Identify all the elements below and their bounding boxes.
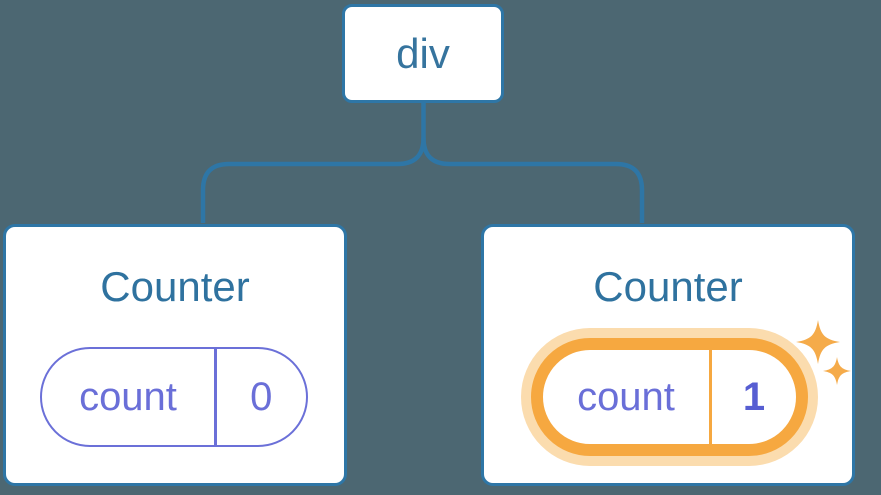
root-node-label: div: [396, 29, 450, 77]
state-value: 1: [742, 374, 766, 419]
counter-title: Counter: [593, 263, 743, 310]
state-pill-count-0: count 0: [40, 347, 308, 447]
sparkle-large-icon: [796, 320, 840, 364]
counter-card-right: Counter count 1: [481, 224, 855, 486]
state-value: 0: [250, 374, 273, 419]
counter-title: Counter: [100, 263, 250, 310]
sparkle-icon: [796, 320, 851, 385]
state-key-label: count: [79, 374, 177, 419]
connector-right-branch: [421, 137, 645, 223]
pill-divider: [709, 350, 712, 444]
pill-divider: [214, 349, 217, 445]
connector-left-branch: [200, 103, 426, 223]
state-pill-count-1-highlighted: count 1: [531, 338, 808, 456]
sparkle-small-icon: [823, 357, 851, 385]
counter-card-left: Counter count 0: [3, 224, 347, 486]
root-node-div: div: [342, 4, 504, 103]
state-key-label: count: [577, 374, 675, 419]
